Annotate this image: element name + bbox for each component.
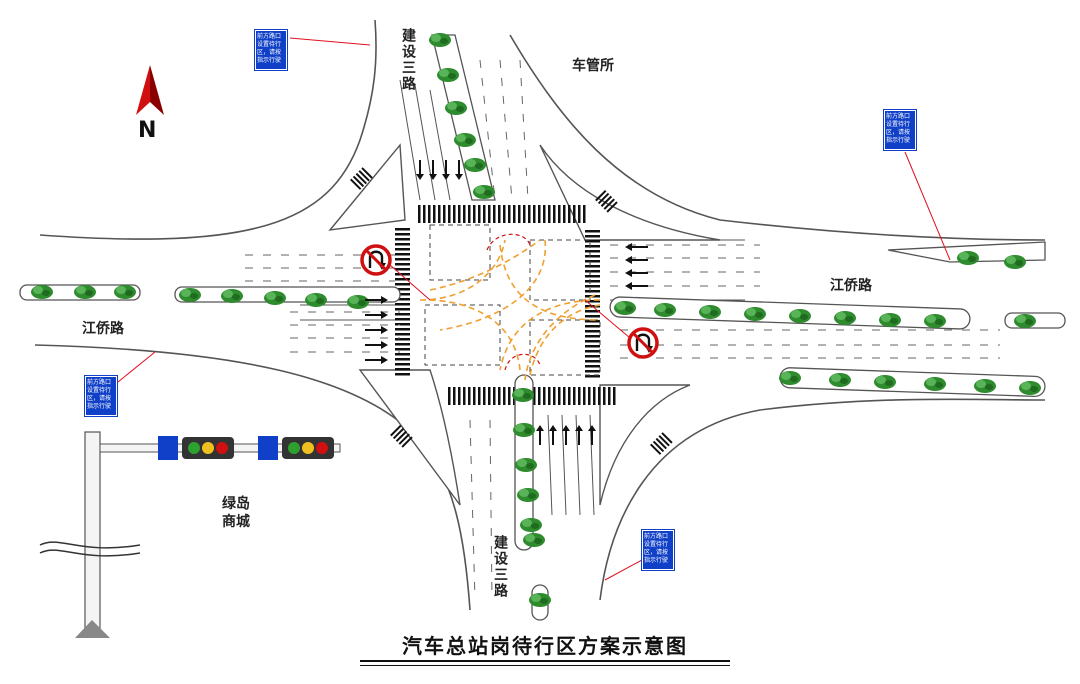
title-underline-thin [360, 665, 730, 666]
waiting-zones [424, 224, 601, 376]
building-label-vehicle-office: 车管所 [572, 58, 614, 74]
road-label-north: 建设三路 [400, 28, 416, 92]
info-sign-se: 前方路口 设置待行 区，请按 指示行驶 [641, 529, 675, 571]
road-label-west: 江侨路 [82, 321, 124, 337]
no-uturn-sign-east [627, 327, 659, 359]
north-label: N [138, 118, 157, 143]
north-arrow-icon [136, 65, 164, 115]
info-sign-nw: 前方路口 设置待行 区，请按 指示行驶 [254, 29, 288, 71]
lane-arrows [365, 160, 648, 445]
title-underline [360, 660, 730, 662]
diagram-title: 汽车总站岗待行区方案示意图 [402, 634, 688, 658]
info-sign-ne: 前方路口 设置待行 区，请按 指示行驶 [883, 109, 917, 151]
no-uturn-sign-west [360, 244, 392, 276]
building-label-mall: 绿岛商城 [222, 496, 250, 530]
median-trees [31, 33, 1041, 607]
crosswalks [350, 167, 673, 455]
traffic-signal-pole [39, 431, 341, 638]
info-sign-sw: 前方路口 设置待行 区，请按 指示行驶 [84, 375, 118, 417]
road-label-east: 江侨路 [830, 278, 872, 294]
turning-paths [419, 239, 601, 381]
uturn-paths [486, 233, 541, 371]
road-label-south: 建设三路 [492, 535, 508, 599]
sign-leader-lines [117, 37, 951, 581]
